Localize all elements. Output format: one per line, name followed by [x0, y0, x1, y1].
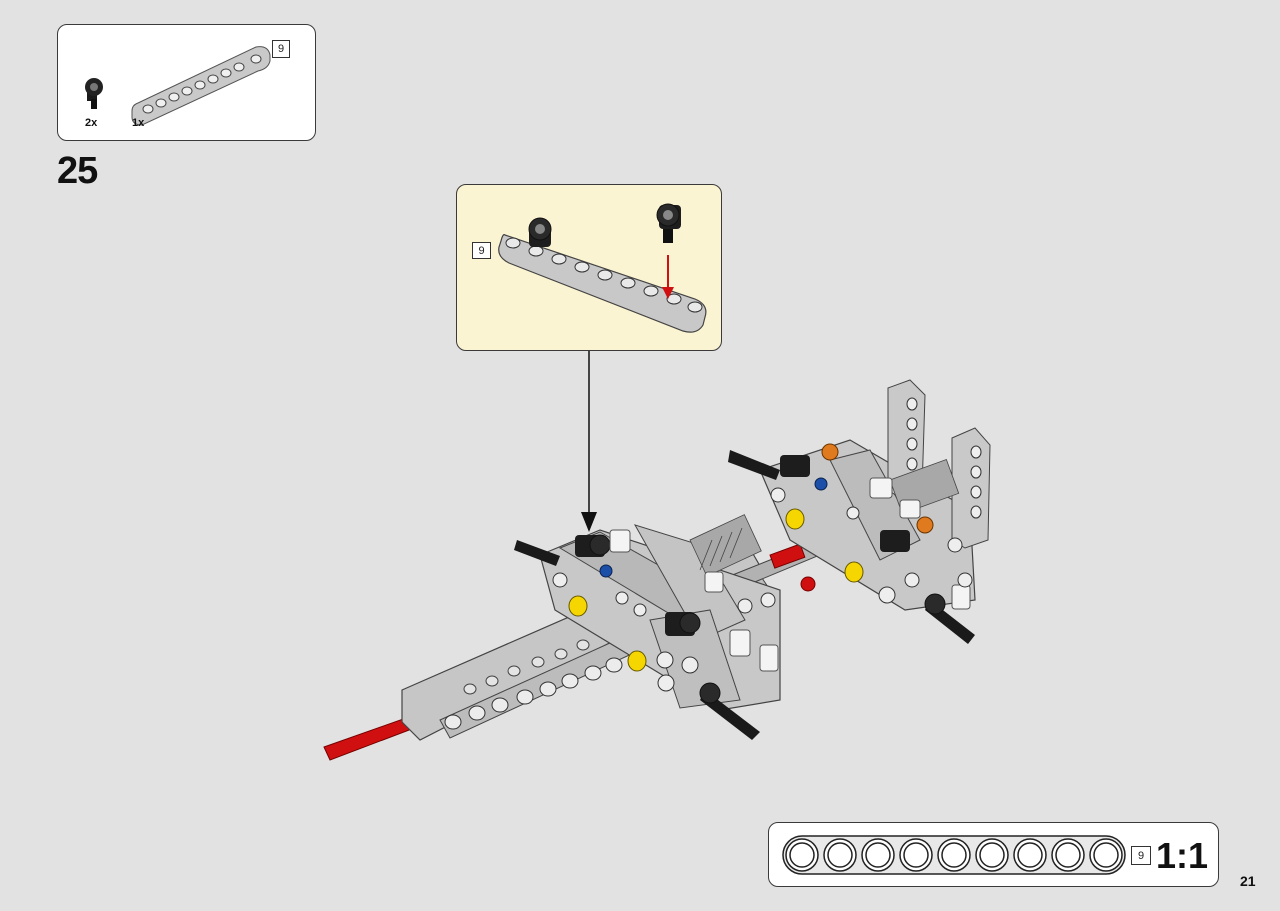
callout-illustration: [498, 203, 707, 333]
scale-reference-box: 9 1:1: [768, 822, 1219, 887]
axle-connector-quantity: 2x: [85, 117, 98, 129]
callout-beam-length-badge: 9: [472, 242, 491, 259]
rear-axle-assembly: [728, 379, 991, 644]
callout-connector-placed: [528, 217, 552, 247]
page-number: 21: [1240, 873, 1256, 889]
scale-beam-hole-inner: [827, 842, 853, 868]
scale-beam: [782, 835, 1126, 875]
step-number: 25: [57, 150, 98, 192]
scale-beam-hole-inner: [789, 842, 815, 868]
scale-beam-hole-inner: [1055, 842, 1081, 868]
front-axle-assembly: [514, 514, 781, 740]
parts-list-box: 9 2x 1x: [57, 24, 316, 141]
scale-beam-hole-inner: [941, 842, 967, 868]
beam-length-badge: 9: [272, 40, 290, 58]
callout-beam: [498, 234, 707, 333]
sub-assembly-callout: 9: [456, 184, 722, 351]
scale-beam-hole-inner: [1017, 842, 1043, 868]
placement-arrow: [662, 255, 674, 299]
scale-beam-hole-inner: [1093, 842, 1119, 868]
scale-beam-hole-inner: [979, 842, 1005, 868]
parts-list-illustration: [85, 46, 271, 126]
beam-quantity: 1x: [132, 117, 145, 129]
scale-beam-length-badge: 9: [1131, 846, 1151, 865]
callout-connector-new: [656, 203, 681, 243]
scale-label: 1:1: [1155, 835, 1208, 876]
scale-beam-hole-inner: [903, 842, 929, 868]
beam-9-part: [131, 46, 271, 126]
axle-connector-part: [85, 78, 103, 109]
scale-beam-hole-inner: [865, 842, 891, 868]
